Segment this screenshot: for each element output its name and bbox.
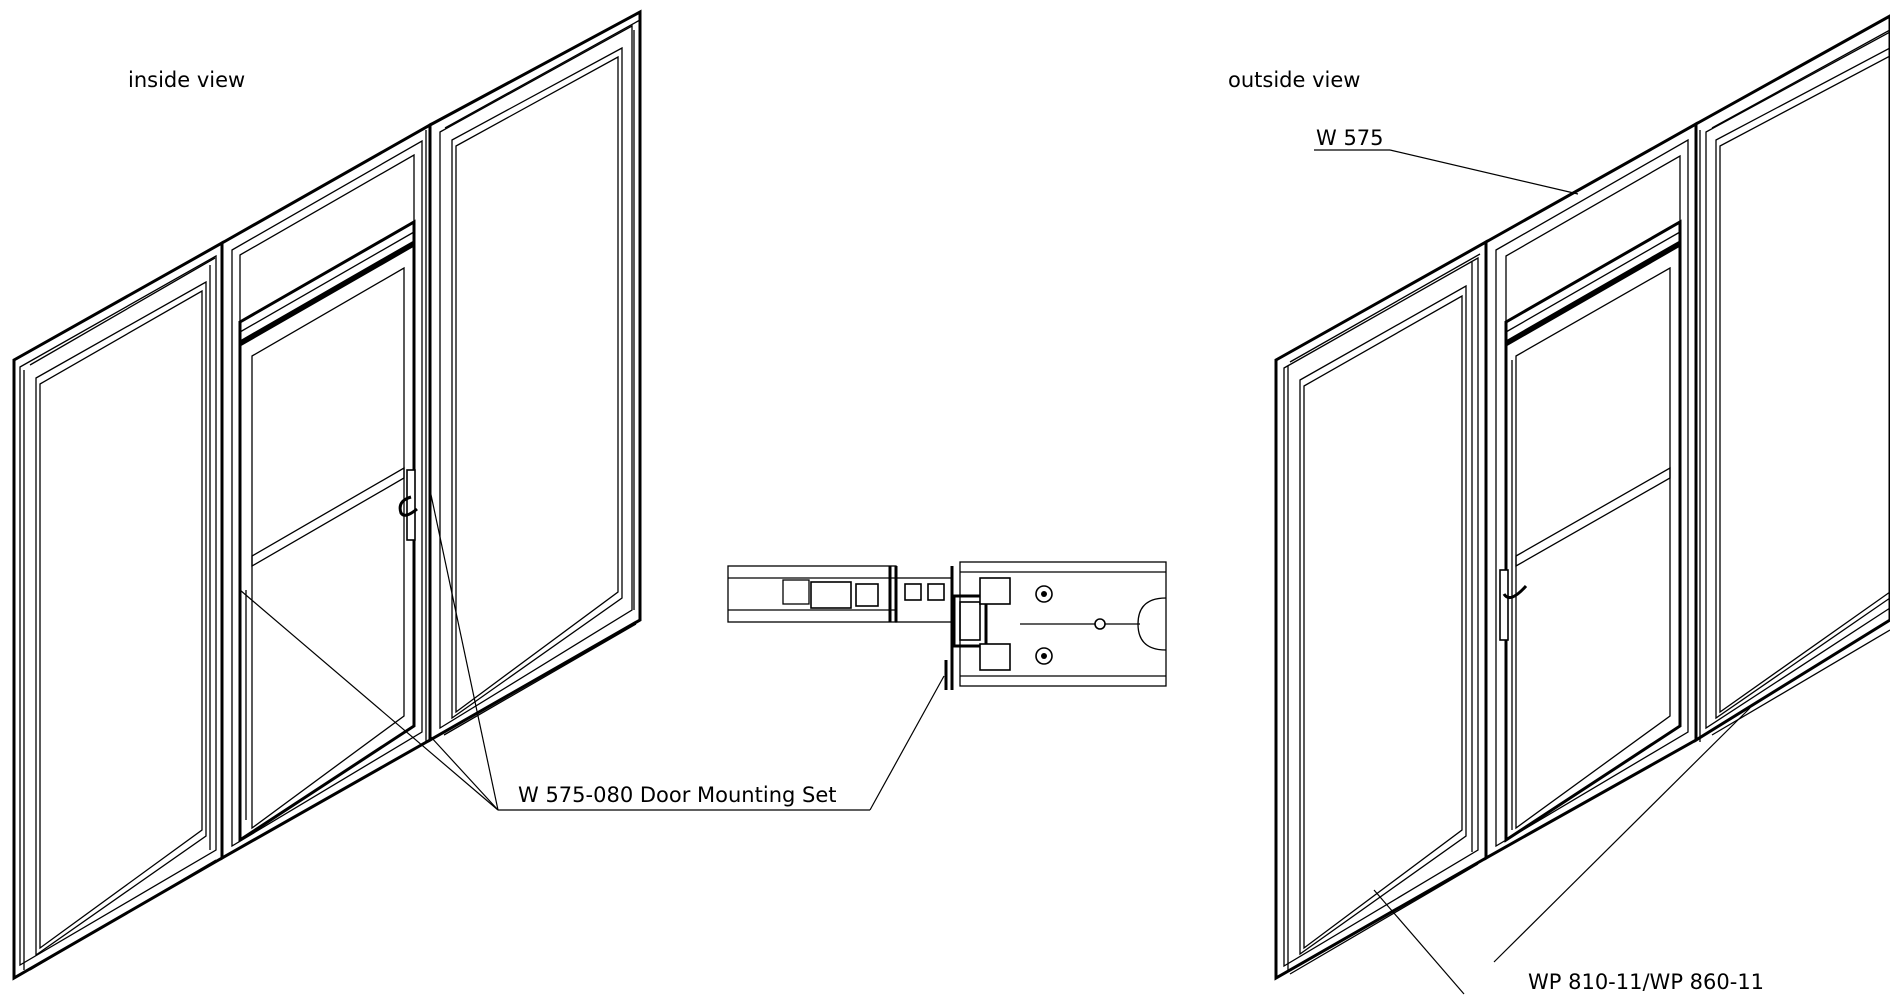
inside-door-frame [220, 122, 432, 861]
door-mounting-set-label: W 575-080 Door Mounting Set [518, 783, 837, 807]
outside-view-assembly [1274, 14, 1890, 995]
inside-leader-lines [239, 489, 870, 811]
inside-view-assembly [12, 9, 870, 981]
outside-leader-lines [1314, 149, 1751, 995]
inside-view-label: inside view [128, 68, 246, 92]
outside-door-frame [1484, 121, 1698, 861]
profile-top-label: W 575 [1316, 126, 1384, 150]
outside-left-panel [1274, 239, 1488, 981]
outside-view-label: outside view [1228, 68, 1361, 92]
outside-right-panel [1694, 14, 1890, 743]
profile-bottom-label: WP 810-11/WP 860-11 [1528, 970, 1765, 994]
inside-right-panel [425, 9, 642, 743]
inside-left-panel [12, 240, 224, 981]
section-detail [727, 561, 1167, 811]
